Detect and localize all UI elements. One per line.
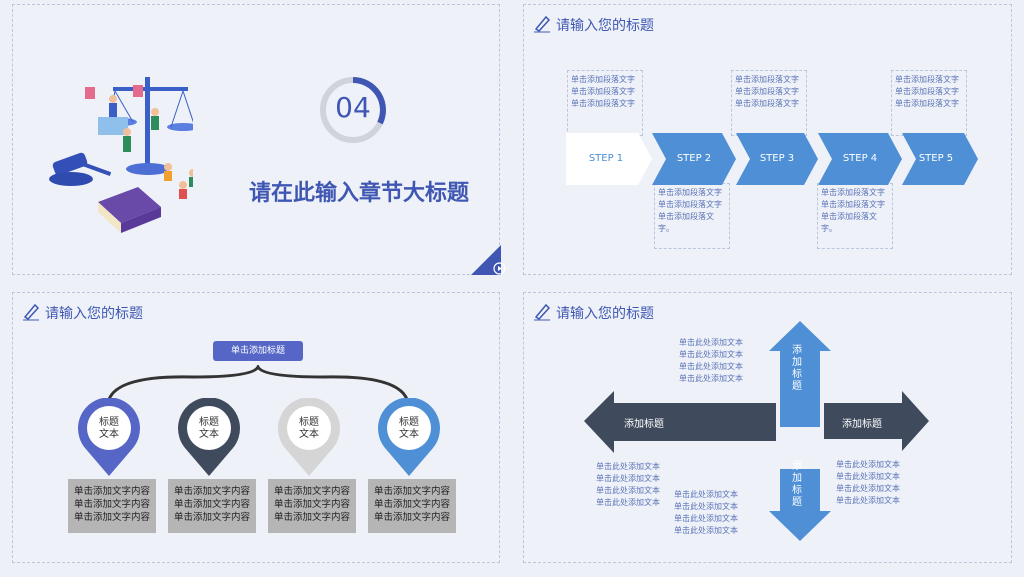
section-title[interactable]: 请在此输入章节大标题 xyxy=(249,181,470,206)
step-chevrons xyxy=(566,133,978,185)
panel-title[interactable]: 请输入您的标题 xyxy=(45,306,143,322)
pin xyxy=(178,398,240,476)
step-label[interactable]: STEP 3 xyxy=(759,153,795,164)
right-arrow-label[interactable]: 添加标题 xyxy=(842,419,882,430)
step-label[interactable]: STEP 5 xyxy=(918,153,954,164)
panel-title[interactable]: 请输入您的标题 xyxy=(556,18,654,34)
steps-panel: 请输入您的标题 单击添加段落文字单击添加段落文字单击添加段落文字 单击添加段落文… xyxy=(523,4,1012,275)
pin xyxy=(278,398,340,476)
content-box[interactable]: 单击添加文字内容单击添加文字内容单击添加文字内容 xyxy=(368,479,456,533)
content-box[interactable]: 单击添加文字内容单击添加文字内容单击添加文字内容 xyxy=(168,479,256,533)
text-block[interactable]: 单击此处添加文本单击此处添加文本单击此处添加文本单击此处添加文本 xyxy=(674,490,738,535)
pin xyxy=(378,398,440,476)
pins-panel: 请输入您的标题 单击添加标题 标题 文本 标题 文本 标题 文本 标题 文本 单… xyxy=(12,292,500,563)
header-button[interactable]: 单击添加标题 xyxy=(213,341,303,361)
cover-panel: 04 请在此输入章节大标题 xyxy=(12,4,506,275)
down-arrow-label[interactable]: 添加标题 xyxy=(792,461,802,508)
step-note[interactable]: 单击添加段落文字单击添加段落文字单击添加段落文字。 xyxy=(654,183,730,249)
panel-title[interactable]: 请输入您的标题 xyxy=(556,306,654,322)
arrows-panel: 请输入您的标题 添加标题 添加标题 添加标题 添加标题 单击此处添加文本单击此处… xyxy=(523,292,1012,563)
content-box[interactable]: 单击添加文字内容单击添加文字内容单击添加文字内容 xyxy=(68,479,156,533)
cross-arrows xyxy=(584,321,929,541)
pin-label[interactable]: 标题 文本 xyxy=(99,417,119,440)
step-label[interactable]: STEP 4 xyxy=(842,153,878,164)
pencil-icon xyxy=(534,15,551,33)
chapter-number: 04 xyxy=(335,91,371,124)
text-block[interactable]: 单击此处添加文本单击此处添加文本单击此处添加文本单击此处添加文本 xyxy=(836,460,900,505)
step-note[interactable]: 单击添加段落文字单击添加段落文字单击添加段落文字 xyxy=(731,70,807,136)
pencil-icon xyxy=(23,303,40,321)
chapter-ring xyxy=(320,77,386,143)
step-note[interactable]: 单击添加段落文字单击添加段落文字单击添加段落文字 xyxy=(891,70,967,136)
pin-label[interactable]: 标题 文本 xyxy=(199,417,219,440)
pin xyxy=(78,398,140,476)
justice-illustration xyxy=(49,77,193,233)
left-arrow-label[interactable]: 添加标题 xyxy=(624,419,664,430)
step-note[interactable]: 单击添加段落文字单击添加段落文字单击添加段落文字 xyxy=(567,70,643,136)
bracket xyxy=(106,365,410,404)
text-block[interactable]: 单击此处添加文本单击此处添加文本单击此处添加文本单击此处添加文本 xyxy=(679,338,743,383)
pencil-icon xyxy=(534,303,551,321)
up-arrow-label[interactable]: 添加标题 xyxy=(792,345,802,392)
step-label[interactable]: STEP 2 xyxy=(676,153,712,164)
pin-label[interactable]: 标题 文本 xyxy=(399,417,419,440)
step-note[interactable]: 单击添加段落文字单击添加段落文字单击添加段落文字。 xyxy=(817,183,893,249)
pin-label[interactable]: 标题 文本 xyxy=(299,417,319,440)
content-box[interactable]: 单击添加文字内容单击添加文字内容单击添加文字内容 xyxy=(268,479,356,533)
play-icon[interactable] xyxy=(493,262,506,275)
text-block[interactable]: 单击此处添加文本单击此处添加文本单击此处添加文本单击此处添加文本 xyxy=(596,462,660,507)
step-label[interactable]: STEP 1 xyxy=(588,153,624,164)
